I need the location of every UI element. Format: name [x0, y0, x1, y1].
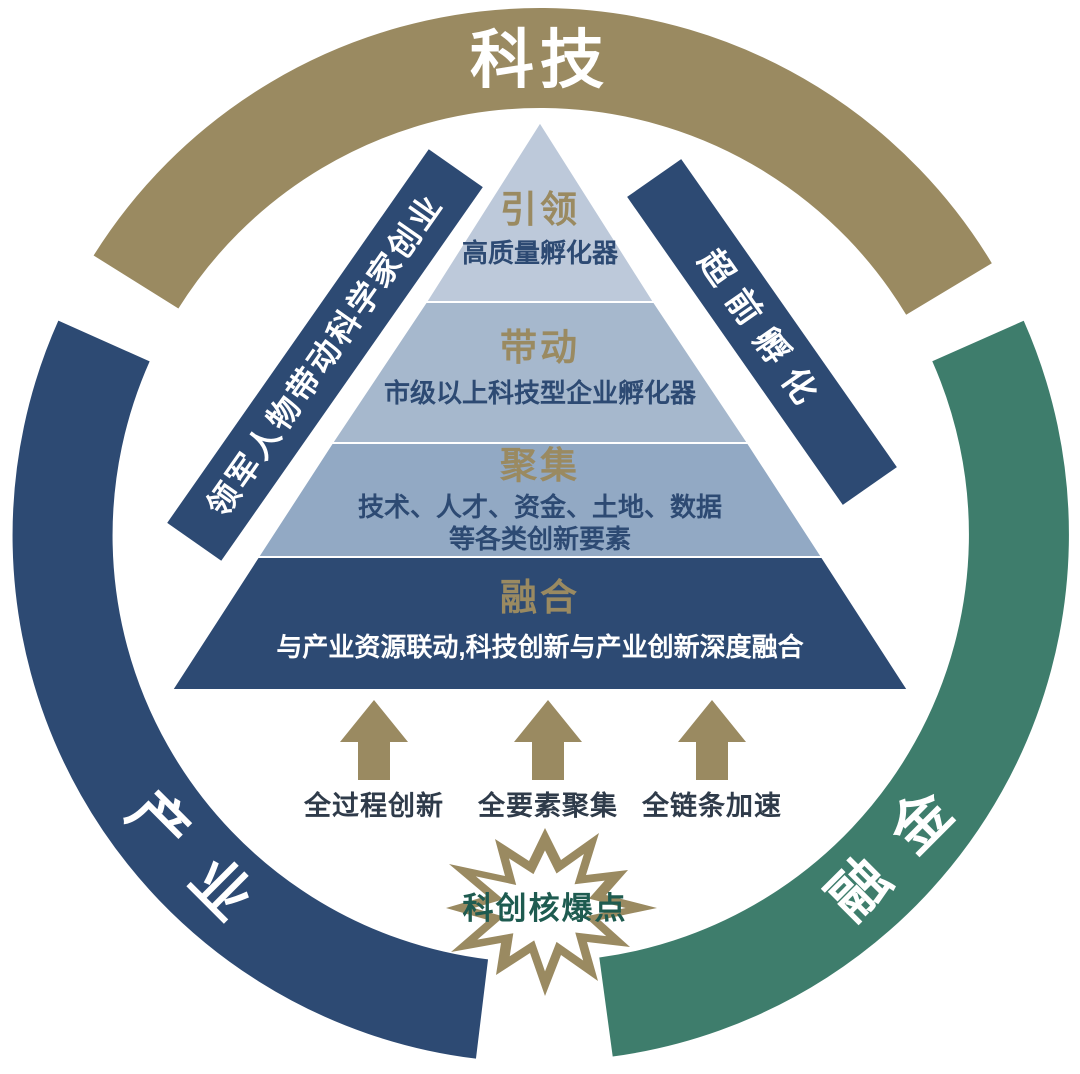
level-1-subtitle: 高质量孵化器: [462, 238, 619, 268]
level-3-title: 聚集: [499, 445, 580, 486]
arrow-label-2: 全要素聚集: [477, 790, 618, 821]
starburst: 科创核爆点: [446, 828, 657, 996]
finance-arc: [599, 320, 1069, 1057]
pyramid-level-4: [170, 556, 910, 691]
tech-arc: [93, 8, 992, 315]
starburst-label: 科创核爆点: [463, 891, 628, 926]
level-3-subtitle-line-2: 等各类创新要素: [449, 524, 631, 554]
industry-arc: [12, 320, 489, 1059]
up-arrow-icon-1: [340, 700, 408, 780]
level-2-title: 带动: [500, 327, 580, 368]
ring: 科技 产 业 金 融: [12, 8, 1069, 1059]
level-4-subtitle: 与产业资源联动,科技创新与产业创新深度融合: [276, 632, 804, 662]
level-3-subtitle-line-1: 技术、人才、资金、土地、数据: [358, 492, 722, 522]
pyramid: [170, 120, 910, 691]
level-2-subtitle: 市级以上科技型企业孵化器: [384, 378, 697, 408]
level-1-title: 引领: [500, 189, 580, 230]
arrow-label-1: 全过程创新: [303, 790, 444, 821]
up-arrow-icon-3: [678, 700, 746, 780]
pyramid-labels: 引领 高质量孵化器 带动 市级以上科技型企业孵化器 聚集 技术、人才、资金、土地…: [276, 189, 804, 662]
left-banner-ribbon: [167, 149, 483, 561]
level-4-title: 融合: [500, 577, 580, 618]
arrow-label-3: 全链条加速: [641, 790, 782, 821]
input-arrows: 全过程创新 全要素聚集 全链条加速: [303, 700, 782, 821]
pyramid-level-2: [330, 301, 750, 444]
up-arrow-icon-2: [514, 700, 582, 780]
starburst-inner: [473, 850, 626, 972]
tech-arc-label: 科技: [470, 24, 610, 96]
right-banner-ribbon: [627, 159, 897, 505]
